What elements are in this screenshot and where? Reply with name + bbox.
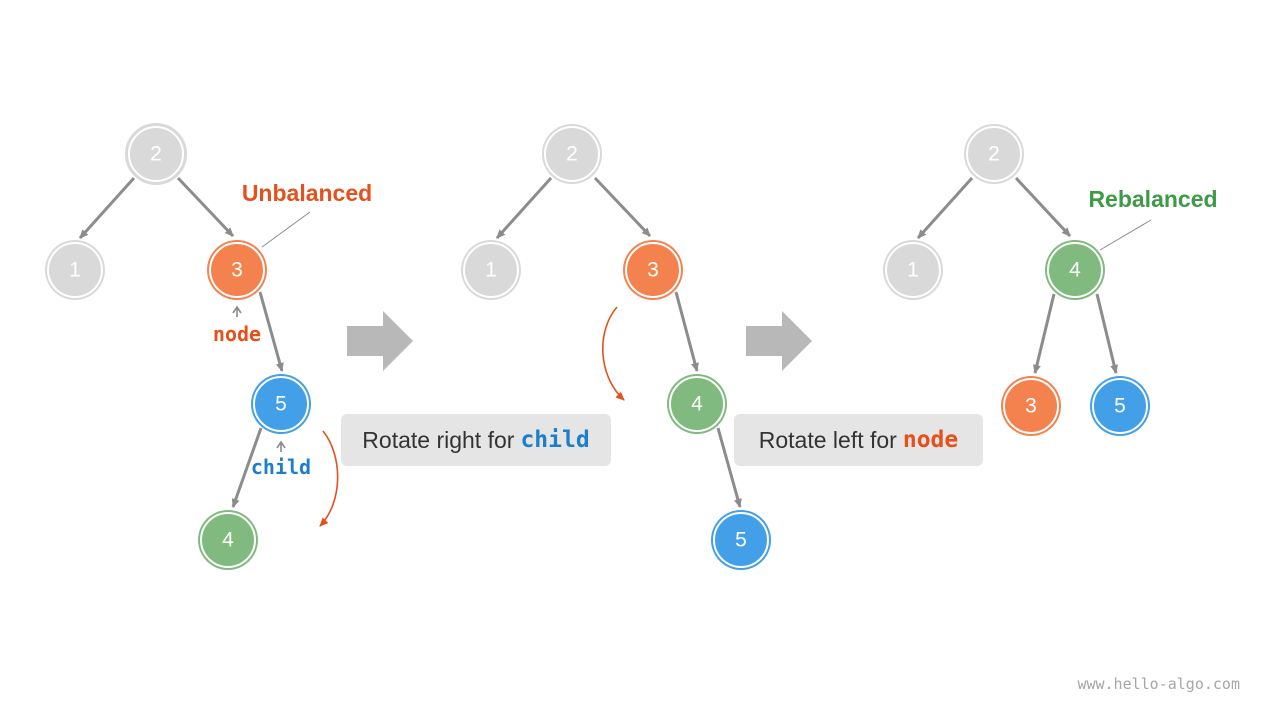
tree-node-2: 2 bbox=[964, 124, 1024, 184]
node-value: 3 bbox=[647, 259, 659, 282]
node-value: 2 bbox=[988, 143, 1000, 166]
tree-node-1: 1 bbox=[461, 240, 521, 300]
stage3-tree: 2 1 4 3 5 Rebalanced bbox=[883, 124, 1218, 436]
caption-text: Rotate left for bbox=[758, 426, 897, 453]
tree-node-5: 5 bbox=[711, 510, 771, 570]
step-arrow-1 bbox=[347, 311, 413, 371]
tree-node-1: 1 bbox=[45, 240, 105, 300]
node-value: 3 bbox=[231, 259, 243, 282]
edge-4-3 bbox=[1032, 293, 1056, 374]
node-value: 2 bbox=[150, 143, 162, 166]
rebalanced-leader-line bbox=[1099, 219, 1152, 251]
node-value: 4 bbox=[1069, 259, 1081, 282]
tree-node-5: 5 bbox=[1090, 376, 1150, 436]
tree-node-4: 4 bbox=[1045, 240, 1105, 300]
edge-2-3 bbox=[593, 176, 652, 238]
node-value: 4 bbox=[691, 393, 703, 416]
tree-node-3: 3 bbox=[623, 240, 683, 300]
caption-text: Rotate right for bbox=[362, 426, 515, 453]
node-value: 2 bbox=[566, 143, 578, 166]
node-value: 1 bbox=[69, 259, 81, 282]
tree-node-2: 2 bbox=[542, 124, 602, 184]
rebalanced-label: Rebalanced bbox=[1088, 186, 1217, 212]
tree-node-2: 2 bbox=[125, 123, 187, 185]
edge-3-4 bbox=[674, 291, 699, 372]
watermark: www.hello-algo.com bbox=[1077, 675, 1240, 693]
child-pointer-icon bbox=[276, 440, 286, 452]
node-pointer-icon bbox=[232, 305, 242, 317]
node-value: 3 bbox=[1025, 395, 1037, 418]
tree-node-4: 4 bbox=[667, 374, 727, 434]
tree-node-4: 4 bbox=[198, 510, 258, 570]
edge-3-5 bbox=[258, 291, 284, 372]
edge-5-4 bbox=[231, 427, 263, 508]
tree-node-5: 5 bbox=[251, 374, 311, 434]
stage2-tree: 2 1 3 4 5 bbox=[461, 124, 771, 570]
node-pointer-label: node bbox=[213, 322, 261, 346]
edge-4-5 bbox=[716, 427, 742, 508]
edge-4-5 bbox=[1095, 293, 1119, 374]
caption-rotate-left: Rotate left for node bbox=[734, 414, 983, 466]
caption-rotate-right: Rotate right for child bbox=[341, 414, 611, 466]
node-value: 5 bbox=[735, 529, 747, 552]
node-value: 1 bbox=[907, 259, 919, 282]
edge-2-1 bbox=[78, 176, 136, 240]
tree-node-3: 3 bbox=[207, 240, 267, 300]
edge-2-1 bbox=[916, 176, 974, 240]
rotate-left-arrow bbox=[601, 306, 625, 401]
unbalanced-leader-line bbox=[261, 211, 311, 248]
edge-2-4 bbox=[1014, 176, 1072, 238]
node-value: 1 bbox=[485, 259, 497, 282]
node-value: 5 bbox=[1114, 395, 1126, 418]
child-pointer-label: child bbox=[251, 455, 311, 479]
tree-node-3: 3 bbox=[1001, 376, 1061, 436]
edge-2-3 bbox=[176, 176, 235, 238]
node-value: 5 bbox=[275, 393, 287, 416]
tree-node-1: 1 bbox=[883, 240, 943, 300]
caption-keyword-node: node bbox=[902, 427, 959, 453]
step-arrow-2 bbox=[746, 311, 812, 371]
unbalanced-label: Unbalanced bbox=[242, 180, 372, 206]
node-value: 4 bbox=[222, 529, 234, 552]
stage1-tree: 2 1 3 5 4 Unbalanced node child bbox=[45, 123, 372, 570]
rotate-right-arrow bbox=[319, 430, 339, 527]
edge-2-1 bbox=[495, 176, 553, 240]
caption-keyword-child: child bbox=[520, 427, 590, 453]
